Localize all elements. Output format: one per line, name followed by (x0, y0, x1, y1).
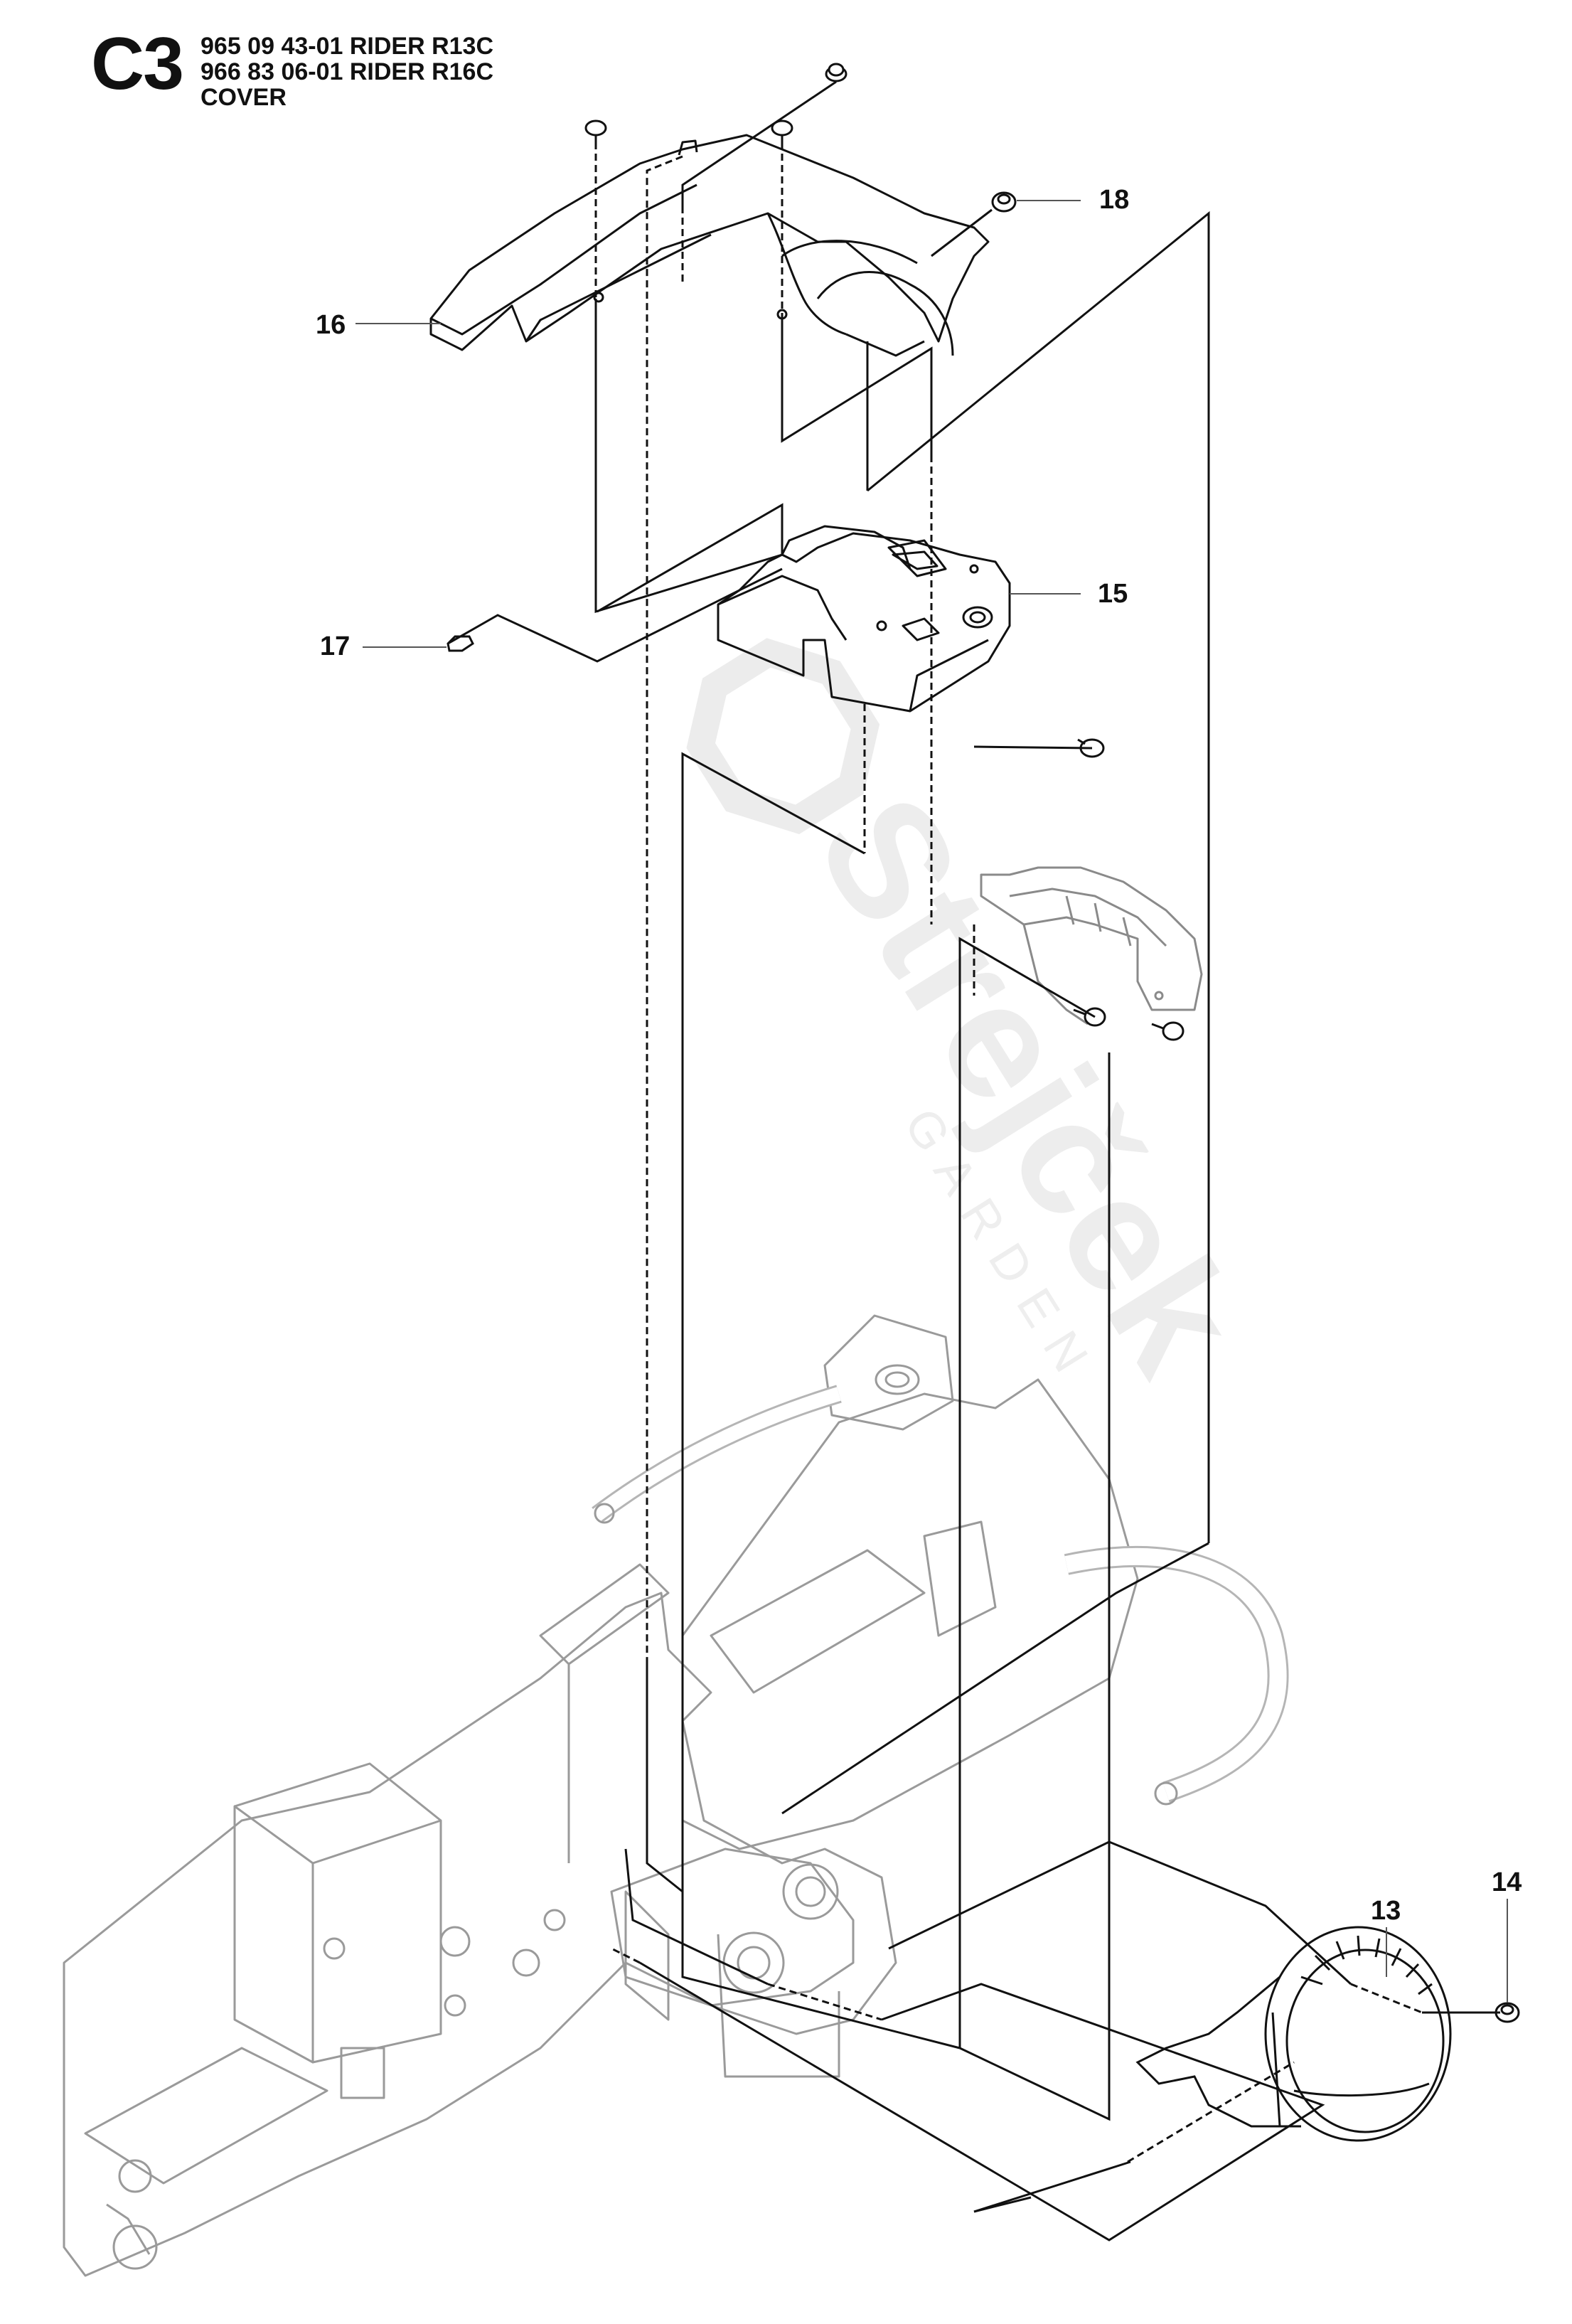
part-15-middle-cover[interactable] (717, 525, 1011, 713)
leader-lines (355, 200, 1508, 2003)
assembly-title: COVER (200, 84, 287, 111)
callout-13[interactable]: 13 (1371, 1896, 1401, 1926)
part-13-round-cover[interactable] (1135, 1926, 1452, 2142)
section-code: C3 (91, 23, 184, 105)
callout-18[interactable]: 18 (1099, 185, 1130, 215)
screw-icon (825, 63, 848, 82)
screw-icon (991, 191, 1017, 213)
part-17-clip[interactable] (447, 635, 474, 652)
model-line-1: 965 09 43-01 RIDER R13C (200, 33, 494, 60)
inner-shroud[interactable] (980, 866, 1203, 1025)
chassis-frame (63, 1314, 1289, 2277)
part-16-top-cover[interactable] (429, 134, 990, 357)
screw-icon (584, 119, 607, 142)
callout-17[interactable]: 17 (320, 631, 351, 661)
screw-icon (1151, 1021, 1185, 1041)
watermark-logo-icon (686, 638, 880, 835)
callout-15[interactable]: 15 (1098, 579, 1128, 609)
callout-16[interactable]: 16 (316, 310, 346, 340)
fasteners (584, 63, 1520, 2023)
model-line-2: 966 83 06-01 RIDER R16C (200, 58, 494, 85)
assembly-guides (447, 80, 1500, 2242)
callout-14[interactable]: 14 (1492, 1867, 1522, 1897)
screw-icon (771, 119, 793, 142)
